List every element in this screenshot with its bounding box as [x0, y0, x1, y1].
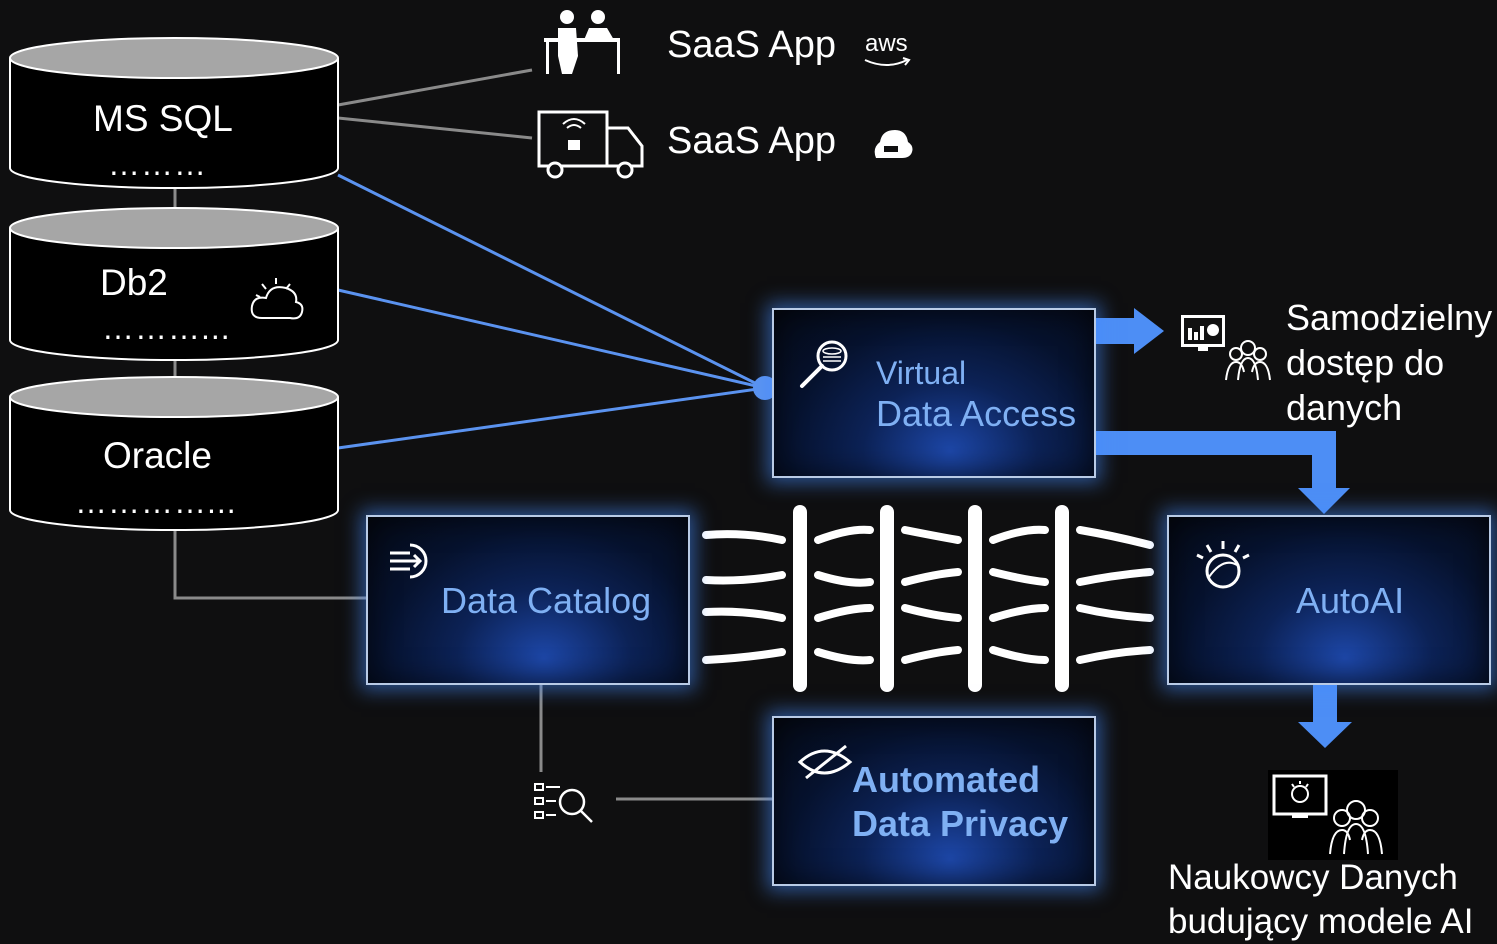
db-dots-oracle: …………...: [75, 484, 237, 520]
data-fabric-weave: [702, 505, 1154, 692]
vda-line1: Virtual: [876, 355, 967, 391]
privacy-line2: Data Privacy: [852, 803, 1069, 844]
connector-mssql-vda: [337, 173, 766, 390]
catalog-flow-icon: [390, 543, 428, 579]
saas-app-label-1: SaaS App: [667, 24, 837, 66]
junction-dot: [753, 376, 777, 400]
data-scientists-text: Naukowcy Danych budujący modele AI: [1168, 856, 1473, 944]
self-service-line3: danych: [1286, 387, 1403, 428]
db-dots-db2: ………...: [102, 310, 231, 346]
watson-icon: [1196, 541, 1250, 589]
db-name-oracle: Oracle: [103, 435, 212, 476]
arrow-to-self-service: [1094, 308, 1164, 354]
db-dots-mssql: ………: [108, 146, 207, 182]
data-catalog-panel[interactable]: Data Catalog: [366, 515, 690, 685]
autoai-panel[interactable]: AutoAI: [1167, 515, 1491, 685]
people-desk-icon: [544, 10, 620, 74]
autoai-label: AutoAI: [1296, 580, 1405, 621]
self-service-line2: dostęp do: [1286, 342, 1445, 383]
self-service-line1: Samodzielny: [1286, 297, 1493, 338]
self-service-analytics-icon: [1181, 315, 1271, 381]
database-mssql: [9, 37, 339, 189]
connector-oracle-vda: [337, 386, 766, 450]
data-scientists-icon-bg: [1268, 770, 1398, 860]
self-service-text: Samodzielny dostęp do danych: [1286, 295, 1492, 430]
delivery-truck-icon: [537, 110, 644, 179]
privacy-line1: Automated: [852, 759, 1040, 800]
virtual-data-access-panel[interactable]: Virtual Data Access: [772, 308, 1096, 478]
database-oracle: [9, 376, 339, 531]
data-privacy-panel[interactable]: Automated Data Privacy: [772, 716, 1096, 886]
database-db2: [9, 207, 339, 361]
arrow-to-autoai: [1094, 431, 1350, 514]
aws-smile-icon: [864, 57, 911, 66]
aws-logo: aws: [865, 30, 908, 57]
ibm-cloud-icon: [250, 278, 304, 320]
connector-oracle-catalog: [173, 530, 367, 600]
data-catalog-label: Data Catalog: [441, 580, 652, 621]
arrow-to-scientists: [1298, 684, 1352, 748]
vda-line2: Data Access: [876, 393, 1077, 434]
connector-mssql-saas1: [337, 68, 533, 107]
search-database-icon: [800, 340, 848, 388]
db-name-db2: Db2: [100, 262, 168, 303]
data-scientists-icon: [1272, 774, 1383, 855]
list-search-icon: [534, 783, 593, 823]
connector-db2-vda: [337, 288, 766, 390]
connector-mssql-saas2: [337, 116, 533, 140]
db-name-mssql: MS SQL: [93, 98, 233, 139]
data-scientists-line1: Naukowcy Danych: [1168, 858, 1458, 897]
eye-slash-icon: [797, 744, 853, 780]
google-cloud-icon: [874, 130, 913, 158]
data-scientists-line2: budujący modele AI: [1168, 902, 1474, 941]
saas-app-label-2: SaaS App: [667, 120, 837, 162]
